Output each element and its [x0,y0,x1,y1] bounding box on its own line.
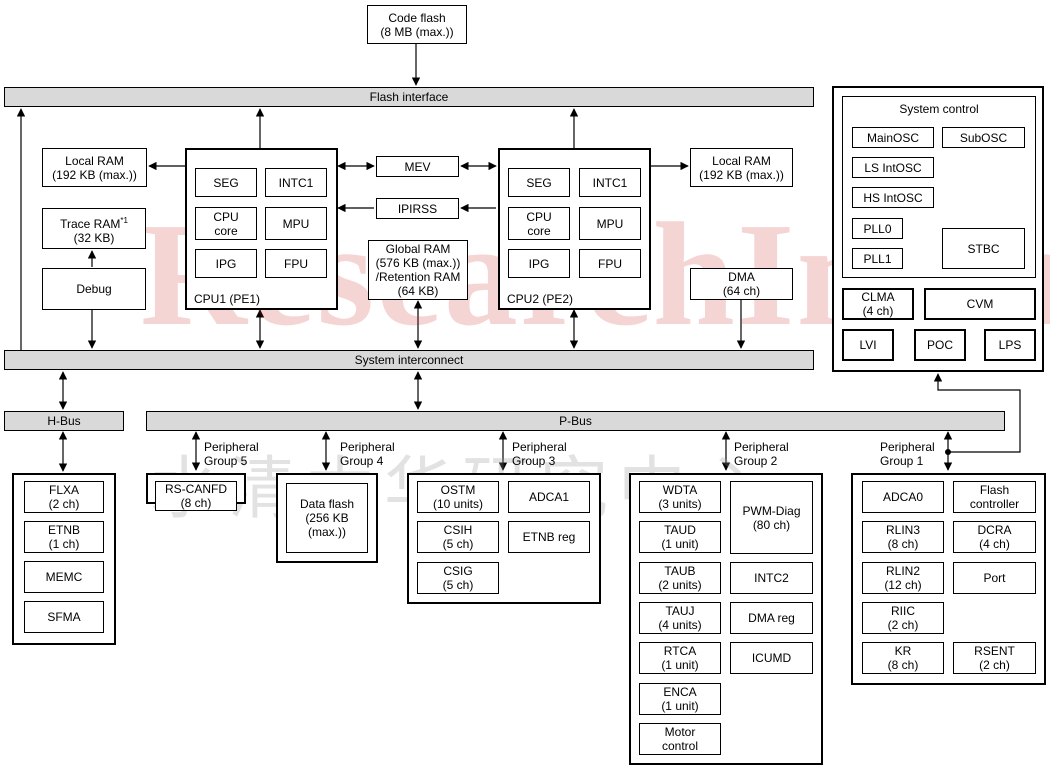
rlin2-box: RLIN2 (12 ch) [862,562,944,594]
local-ram-2-box: Local RAM (192 KB (max.)) [690,148,793,187]
flxa-box: FLXA (2 ch) [24,481,104,513]
enca-box: ENCA (1 unit) [639,683,721,715]
lps-box: LPS [984,329,1036,361]
dma-reg-box: DMA reg [730,602,813,634]
trace-ram-label: Trace RAM [60,217,121,231]
trace-ram-size: (32 KB) [73,231,115,245]
hs-intosc-box: HS IntOSC [852,187,934,208]
taud-box: TAUD (1 unit) [639,521,721,553]
dma-box: DMA (64 ch) [690,268,793,300]
stbc-box: STBC [942,228,1025,269]
rtca-box: RTCA (1 unit) [639,642,721,674]
csig-box: CSIG (5 ch) [417,562,499,594]
cpu2-ipg: IPG [508,249,570,278]
trace-ram-footnote: *1 [120,216,128,225]
tauj-box: TAUJ (4 units) [639,602,721,634]
sfma-box: SFMA [24,601,104,633]
dcra-box: DCRA (4 ch) [953,521,1036,553]
wdta-box: WDTA (3 units) [639,481,721,513]
pll0-box: PLL0 [852,218,903,239]
h-bus-bar: H-Bus [4,411,124,431]
cpu1-fpu: FPU [265,249,327,278]
subosc-box: SubOSC [942,127,1025,148]
etnb-reg-box: ETNB reg [508,521,590,553]
csih-box: CSIH (5 ch) [417,521,499,553]
memc-box: MEMC [24,561,104,593]
peripheral-group-3-label: Peripheral Group 3 [512,440,567,468]
cpu2-intc1: INTC1 [579,168,641,197]
cpu1-core: CPU core [195,207,257,240]
intc2-box: INTC2 [730,562,813,594]
mainosc-box: MainOSC [852,127,934,148]
cpu1-seg: SEG [195,168,257,197]
pll1-box: PLL1 [852,248,903,269]
flash-interface-bar: Flash interface [4,87,814,107]
port-box: Port [953,562,1036,594]
adca1-box: ADCA1 [508,481,590,513]
rsent-box: RSENT (2 ch) [953,642,1036,674]
code-flash-box: Code flash (8 MB (max.)) [367,5,467,44]
poc-box: POC [914,329,966,361]
ostm-box: OSTM (10 units) [417,481,499,513]
data-flash-box: Data flash (256 KB (max.)) [286,483,368,553]
cpu1-intc1: INTC1 [265,168,327,197]
flash-controller-box: Flash controller [953,481,1036,513]
lvi-box: LVI [842,329,894,361]
taub-box: TAUB (2 units) [639,562,721,594]
cvm-box: CVM [924,288,1036,320]
debug-box: Debug [42,268,146,310]
peripheral-group-4-label: Peripheral Group 4 [340,440,395,468]
cpu2-seg: SEG [508,168,570,197]
adca0-box: ADCA0 [862,481,944,513]
clma-box: CLMA (4 ch) [842,288,914,320]
system-control-title: System control [899,102,979,116]
local-ram-1-box: Local RAM (192 KB (max.)) [42,148,147,187]
cpu2-core: CPU core [508,207,570,240]
trace-ram-box: Trace RAM*1 (32 KB) [42,208,146,249]
cpu2-fpu: FPU [579,249,641,278]
ls-intosc-box: LS IntOSC [852,157,934,178]
peripheral-group-1-label: Peripheral Group 1 [880,440,935,468]
icumd-box: ICUMD [730,642,813,674]
p-bus-bar: P-Bus [146,411,1005,431]
peripheral-group-5-label: Peripheral Group 5 [204,440,259,468]
kr-box: KR (8 ch) [862,642,944,674]
mev-box: MEV [376,156,459,177]
cpu1-ipg: IPG [195,249,257,278]
etnb-box: ETNB (1 ch) [24,521,104,553]
cpu1-label: CPU1 (PE1) [194,292,261,306]
peripheral-group-2-label: Peripheral Group 2 [734,440,789,468]
cpu2-label: CPU2 (PE2) [507,292,574,306]
ipirss-box: IPIRSS [376,198,459,219]
rlin3-box: RLIN3 (8 ch) [862,521,944,553]
motor-control-box: Motor control [639,723,721,755]
pwm-diag-box: PWM-Diag (80 ch) [730,481,813,554]
cpu2-mpu: MPU [579,207,641,240]
rs-canfd-box: RS-CANFD (8 ch) [155,481,237,511]
riic-box: RIIC (2 ch) [862,602,944,634]
cpu1-mpu: MPU [265,207,327,240]
global-ram-box: Global RAM (576 KB (max.)) /Retention RA… [368,240,468,300]
system-interconnect-bar: System interconnect [4,350,814,370]
